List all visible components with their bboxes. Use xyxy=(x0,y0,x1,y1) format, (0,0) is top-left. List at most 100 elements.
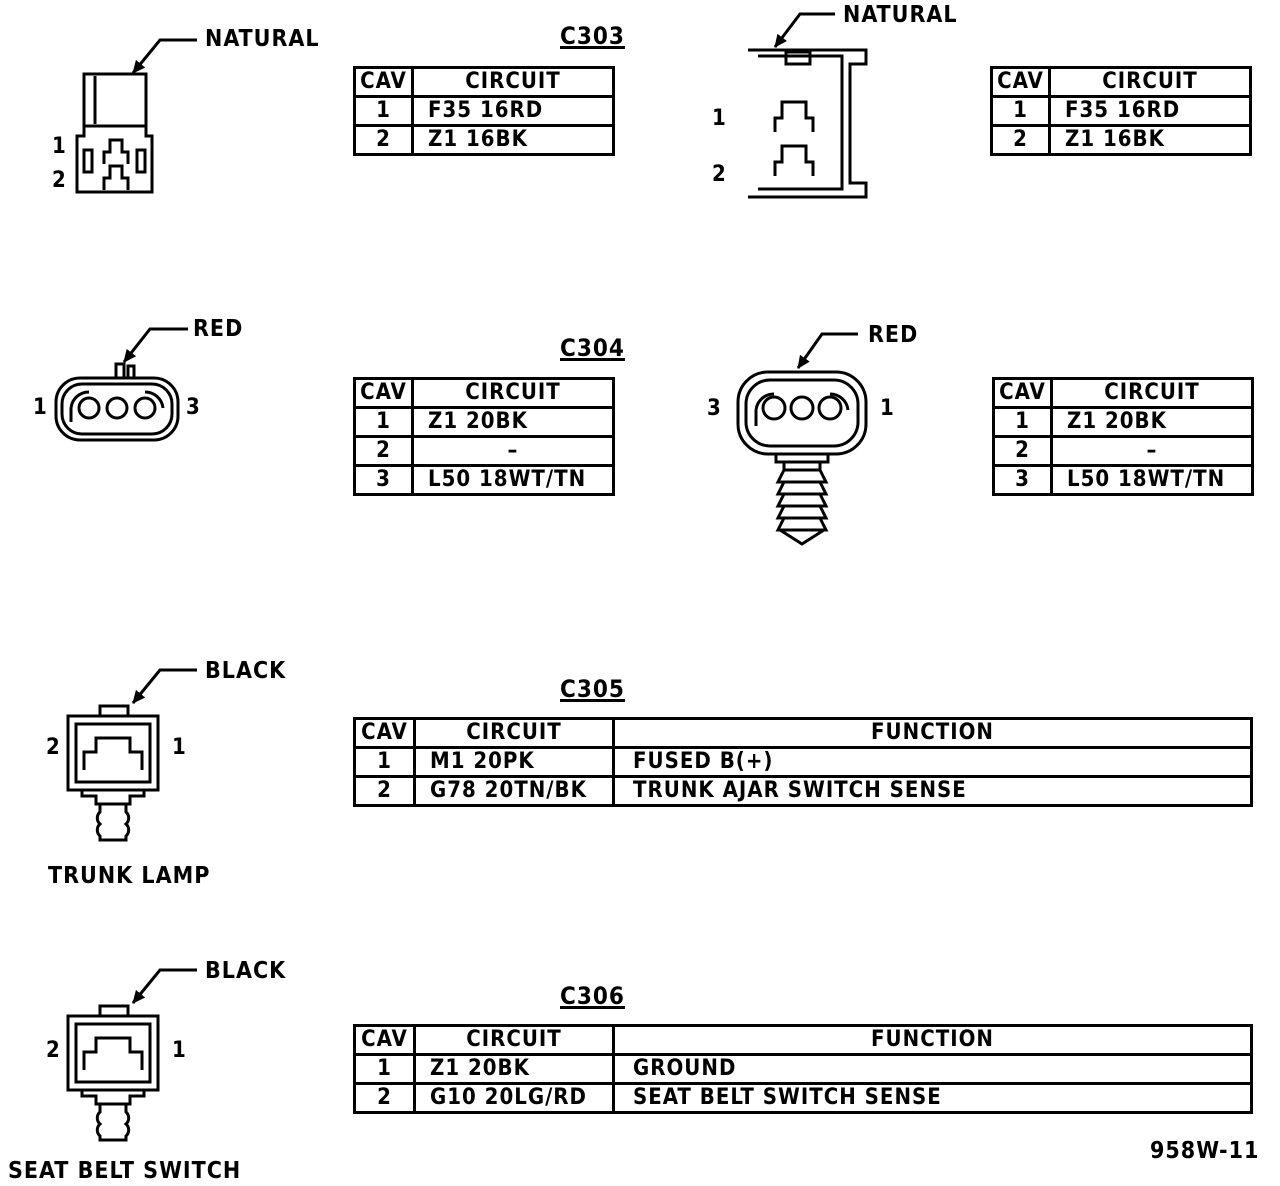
cav-cell: 2 xyxy=(992,435,1053,467)
cav-cell: 2 xyxy=(353,435,414,467)
table-row: 2 – xyxy=(992,435,1254,467)
circuit-cell: G10 20LG/RD xyxy=(413,1082,615,1114)
circuit-cell: Z1 16BK xyxy=(411,124,615,156)
c303-left-connector-drawing xyxy=(75,38,197,194)
circuit-cell: Z1 16BK xyxy=(1048,124,1252,156)
c303-left-pin-1: 1 xyxy=(52,134,66,159)
circuit-cell: Z1 20BK xyxy=(411,406,615,438)
c304-right-connector-drawing xyxy=(736,332,868,546)
c304-left-table: CAV CIRCUIT 1 Z1 20BK 2 – 3 L50 18WT/TN xyxy=(353,377,615,496)
c306-table: CAV CIRCUIT FUNCTION 1 Z1 20BK GROUND 2 … xyxy=(353,1024,1253,1114)
table-row: 2 G10 20LG/RD SEAT BELT SWITCH SENSE xyxy=(353,1082,1253,1114)
cav-header: CAV xyxy=(990,66,1051,98)
cav-header: CAV xyxy=(353,66,414,98)
cav-cell: 2 xyxy=(353,124,414,156)
c304-right-color-label: RED xyxy=(868,322,919,348)
c303-right-table: CAV CIRCUIT 1 F35 16RD 2 Z1 16BK xyxy=(990,66,1252,156)
function-cell: GROUND xyxy=(612,1053,1253,1085)
c304-left-pin-1: 1 xyxy=(33,395,47,420)
table-row: 3 L50 18WT/TN xyxy=(353,464,615,496)
table-row: 1 F35 16RD xyxy=(990,95,1252,127)
table-row: 3 L50 18WT/TN xyxy=(992,464,1254,496)
function-header: FUNCTION xyxy=(612,1024,1253,1056)
circuit-header: CIRCUIT xyxy=(411,66,615,98)
circuit-cell: F35 16RD xyxy=(1048,95,1252,127)
cav-cell: 1 xyxy=(353,95,414,127)
c303-right-color-label: NATURAL xyxy=(843,2,958,28)
c304-title: C304 xyxy=(560,334,625,362)
table-row: 1 Z1 20BK GROUND xyxy=(353,1053,1253,1085)
cav-cell: 1 xyxy=(990,95,1051,127)
c306-pin-2: 2 xyxy=(46,1038,60,1063)
table-row: 1 Z1 20BK xyxy=(992,406,1254,438)
c304-left-color-label: RED xyxy=(193,316,244,342)
circuit-cell: F35 16RD xyxy=(411,95,615,127)
cav-header: CAV xyxy=(992,377,1053,409)
c303-right-pin-2: 2 xyxy=(712,162,726,187)
table-row: 2 Z1 16BK xyxy=(990,124,1252,156)
table-row: 1 Z1 20BK xyxy=(353,406,615,438)
c306-color-label: BLACK xyxy=(205,958,287,984)
cav-cell: 1 xyxy=(353,746,416,778)
c305-pin-2: 2 xyxy=(46,735,60,760)
circuit-cell: L50 18WT/TN xyxy=(411,464,615,496)
cav-cell: 3 xyxy=(992,464,1053,496)
cav-header: CAV xyxy=(353,717,416,749)
table-header-row: CAV CIRCUIT xyxy=(990,66,1252,98)
cav-cell: 3 xyxy=(353,464,414,496)
table-header-row: CAV CIRCUIT FUNCTION xyxy=(353,717,1253,749)
table-row: 2 – xyxy=(353,435,615,467)
circuit-cell: – xyxy=(1050,435,1254,467)
c303-right-connector-drawing xyxy=(748,12,868,199)
circuit-header: CIRCUIT xyxy=(411,377,615,409)
c304-left-pin-3: 3 xyxy=(186,395,200,420)
c303-left-color-label: NATURAL xyxy=(205,26,320,52)
cav-cell: 2 xyxy=(990,124,1051,156)
circuit-header: CIRCUIT xyxy=(1050,377,1254,409)
c306-pin-1: 1 xyxy=(172,1038,186,1063)
circuit-header: CIRCUIT xyxy=(1048,66,1252,98)
c303-left-pin-2: 2 xyxy=(52,168,66,193)
table-header-row: CAV CIRCUIT xyxy=(353,66,615,98)
table-row: 2 Z1 16BK xyxy=(353,124,615,156)
document-id: 958W-11 xyxy=(1150,1138,1260,1164)
circuit-cell: – xyxy=(411,435,615,467)
circuit-header: CIRCUIT xyxy=(413,717,615,749)
table-row: 1 F35 16RD xyxy=(353,95,615,127)
c305-color-label: BLACK xyxy=(205,658,287,684)
c303-right-pin-1: 1 xyxy=(712,106,726,131)
c306-component-label: SEAT BELT SWITCH xyxy=(8,1158,242,1184)
c305-connector-drawing xyxy=(66,668,197,842)
table-row: 2 G78 20TN/BK TRUNK AJAR SWITCH SENSE xyxy=(353,775,1253,807)
circuit-cell: M1 20PK xyxy=(413,746,615,778)
cav-header: CAV xyxy=(353,377,414,409)
c304-left-connector-drawing xyxy=(54,327,188,442)
c305-pin-1: 1 xyxy=(172,735,186,760)
cav-header: CAV xyxy=(353,1024,416,1056)
function-cell: SEAT BELT SWITCH SENSE xyxy=(612,1082,1253,1114)
c305-table: CAV CIRCUIT FUNCTION 1 M1 20PK FUSED B(+… xyxy=(353,717,1253,807)
c305-component-label: TRUNK LAMP xyxy=(48,863,211,889)
cav-cell: 1 xyxy=(353,406,414,438)
function-cell: FUSED B(+) xyxy=(612,746,1253,778)
c304-right-pin-1: 1 xyxy=(880,396,894,421)
c304-right-pin-3: 3 xyxy=(707,396,721,421)
function-cell: TRUNK AJAR SWITCH SENSE xyxy=(612,775,1253,807)
circuit-cell: G78 20TN/BK xyxy=(413,775,615,807)
c304-right-table: CAV CIRCUIT 1 Z1 20BK 2 – 3 L50 18WT/TN xyxy=(992,377,1254,496)
c305-title: C305 xyxy=(560,675,625,703)
circuit-cell: Z1 20BK xyxy=(1050,406,1254,438)
table-header-row: CAV CIRCUIT xyxy=(992,377,1254,409)
c306-connector-drawing xyxy=(66,968,197,1142)
cav-cell: 1 xyxy=(992,406,1053,438)
circuit-cell: L50 18WT/TN xyxy=(1050,464,1254,496)
table-header-row: CAV CIRCUIT FUNCTION xyxy=(353,1024,1253,1056)
cav-cell: 2 xyxy=(353,1082,416,1114)
table-header-row: CAV CIRCUIT xyxy=(353,377,615,409)
circuit-cell: Z1 20BK xyxy=(413,1053,615,1085)
c303-title: C303 xyxy=(560,22,625,50)
function-header: FUNCTION xyxy=(612,717,1253,749)
cav-cell: 1 xyxy=(353,1053,416,1085)
cav-cell: 2 xyxy=(353,775,416,807)
